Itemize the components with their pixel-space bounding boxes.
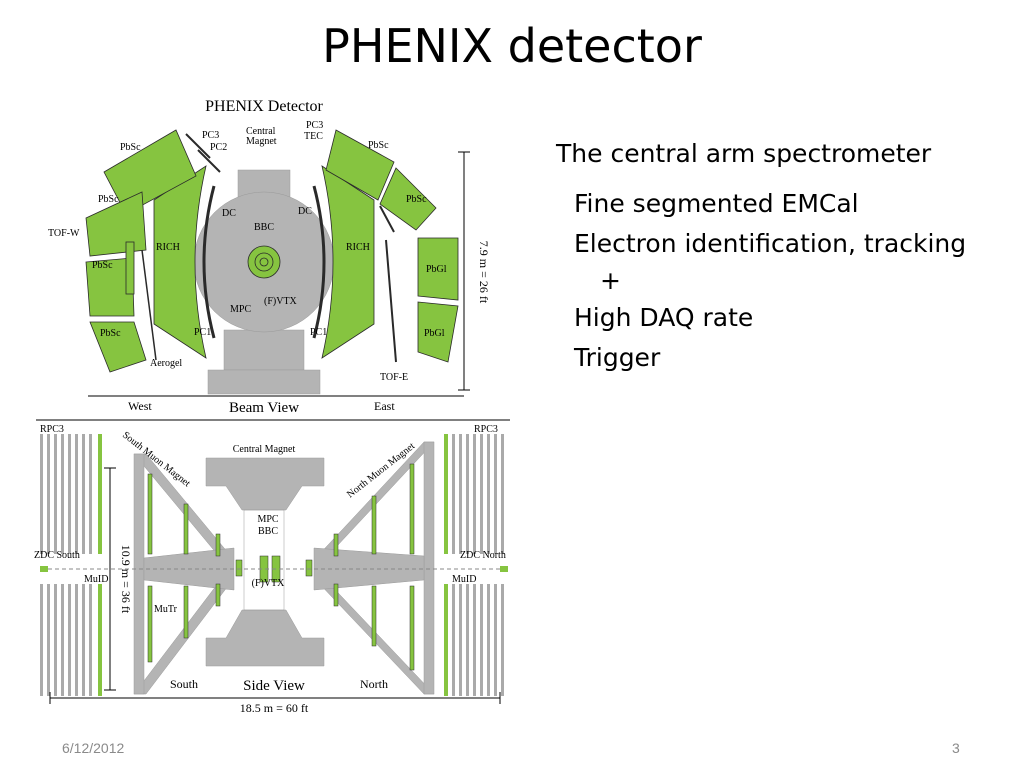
label-pbgl-east-1: PbGl bbox=[426, 264, 447, 275]
label-central-1: Central bbox=[246, 126, 276, 137]
label-rich-east: RICH bbox=[346, 242, 370, 253]
label-beam-height: 7.9 m = 26 ft bbox=[477, 241, 491, 304]
label-south: South bbox=[170, 677, 198, 691]
bullet-daq: High DAQ rate bbox=[574, 303, 754, 332]
page-number: 3 bbox=[952, 740, 960, 756]
west-arm bbox=[85, 129, 221, 373]
pbsc-west-3 bbox=[85, 257, 135, 317]
label-aerogel: Aerogel bbox=[150, 358, 182, 369]
label-central-2: Magnet bbox=[246, 136, 277, 147]
side-view: RPC3 RPC3 Central Magnet South Muon Magn… bbox=[34, 419, 510, 715]
label-tof-e: TOF-E bbox=[380, 372, 408, 383]
label-mutr: MuTr bbox=[154, 604, 178, 615]
label-dc-east: DC bbox=[298, 206, 312, 217]
bullet-plus: + bbox=[600, 266, 621, 295]
slide-title: PHENIX detector bbox=[322, 19, 702, 73]
bullet-emcal: Fine segmented EMCal bbox=[574, 189, 859, 218]
label-rpc3-north: RPC3 bbox=[474, 424, 498, 435]
label-side-height: 10.9 m = 36 ft bbox=[119, 545, 133, 614]
label-tof-w: TOF-W bbox=[48, 228, 80, 239]
label-side-view: Side View bbox=[243, 678, 305, 694]
label-pbsc-west-2: PbSc bbox=[98, 194, 119, 205]
label-central-magnet: Central Magnet bbox=[233, 444, 296, 455]
pbsc-west-1 bbox=[103, 129, 197, 215]
rpc3-muid-north bbox=[444, 434, 504, 696]
rich-east bbox=[321, 165, 375, 359]
label-bbc-side: BBC bbox=[258, 526, 278, 537]
rich-west bbox=[153, 165, 207, 359]
pc3-pc2-west bbox=[185, 133, 221, 173]
label-pbgl-east-2: PbGl bbox=[424, 328, 445, 339]
label-pbsc-west-3: PbSc bbox=[92, 260, 113, 271]
zdc-south bbox=[40, 566, 48, 572]
label-muid-south: MuID bbox=[84, 574, 108, 585]
label-side-width: 18.5 m = 60 ft bbox=[240, 701, 309, 715]
label-east: East bbox=[374, 399, 395, 413]
label-mpc-beam: MPC bbox=[230, 304, 251, 315]
zdc-north bbox=[500, 566, 508, 572]
pbsc-west-2 bbox=[85, 191, 147, 257]
central-magnet-side bbox=[205, 457, 325, 667]
footer-date: 6/12/2012 bbox=[62, 740, 125, 756]
label-beam-view: Beam View bbox=[229, 400, 299, 416]
label-pbsc-west-4: PbSc bbox=[100, 328, 121, 339]
label-pbsc-east-1: PbSc bbox=[368, 140, 389, 151]
aerogel-line bbox=[141, 249, 157, 361]
label-fvtx-beam: (F)VTX bbox=[264, 296, 298, 307]
pbgl-east-1 bbox=[417, 237, 459, 301]
tof-w-bar bbox=[125, 241, 135, 295]
label-muid-north: MuID bbox=[452, 574, 476, 585]
label-tec: TEC bbox=[304, 131, 323, 142]
label-pc2: PC2 bbox=[210, 142, 227, 153]
beam-view-title: PHENIX Detector bbox=[205, 98, 323, 115]
label-north: North bbox=[360, 677, 388, 691]
label-fvtx-side: (F)VTX bbox=[252, 578, 286, 589]
tec-tof-east bbox=[379, 205, 397, 363]
side-height-dimension bbox=[104, 467, 116, 691]
label-bbc-beam: BBC bbox=[254, 222, 274, 233]
dc-west-arc bbox=[202, 185, 216, 339]
bullet-electron-id: Electron identification, tracking bbox=[574, 229, 967, 258]
central-magnet-beam bbox=[193, 169, 335, 395]
label-west: West bbox=[128, 399, 152, 413]
pbgl-east-2 bbox=[417, 301, 459, 363]
pbsc-east-2 bbox=[379, 167, 437, 231]
label-pc1-east: PC1 bbox=[310, 327, 327, 338]
side-width-dimension bbox=[49, 692, 501, 704]
label-zdc-north: ZDC North bbox=[460, 550, 506, 561]
east-arm bbox=[312, 129, 459, 363]
phenix-detector-diagram: PHENIX Detector bbox=[34, 98, 510, 715]
label-pbsc-west-1: PbSc bbox=[120, 142, 141, 153]
label-pc3-east: PC3 bbox=[306, 120, 323, 131]
label-dc-west: DC bbox=[222, 208, 236, 219]
label-pbsc-east-2: PbSc bbox=[406, 194, 427, 205]
label-rpc3-south: RPC3 bbox=[40, 424, 64, 435]
label-pc1-west: PC1 bbox=[194, 327, 211, 338]
bullet-block: The central arm spectrometer Fine segmen… bbox=[556, 138, 1016, 378]
beam-height-dimension bbox=[458, 151, 470, 391]
label-rich-west: RICH bbox=[156, 242, 180, 253]
label-zdc-south: ZDC South bbox=[34, 550, 80, 561]
pbsc-east-1 bbox=[325, 129, 395, 201]
pbsc-west-4 bbox=[89, 321, 147, 373]
bullet-trigger: Trigger bbox=[574, 343, 661, 372]
heading-central-arm: The central arm spectrometer bbox=[556, 139, 932, 168]
rpc3-muid-south bbox=[40, 434, 102, 696]
beam-view: PHENIX Detector bbox=[48, 98, 491, 416]
dc-east-arc bbox=[312, 185, 326, 339]
label-mpc-side: MPC bbox=[257, 514, 278, 525]
vertex-rings bbox=[247, 245, 281, 279]
label-pc3-west: PC3 bbox=[202, 130, 219, 141]
